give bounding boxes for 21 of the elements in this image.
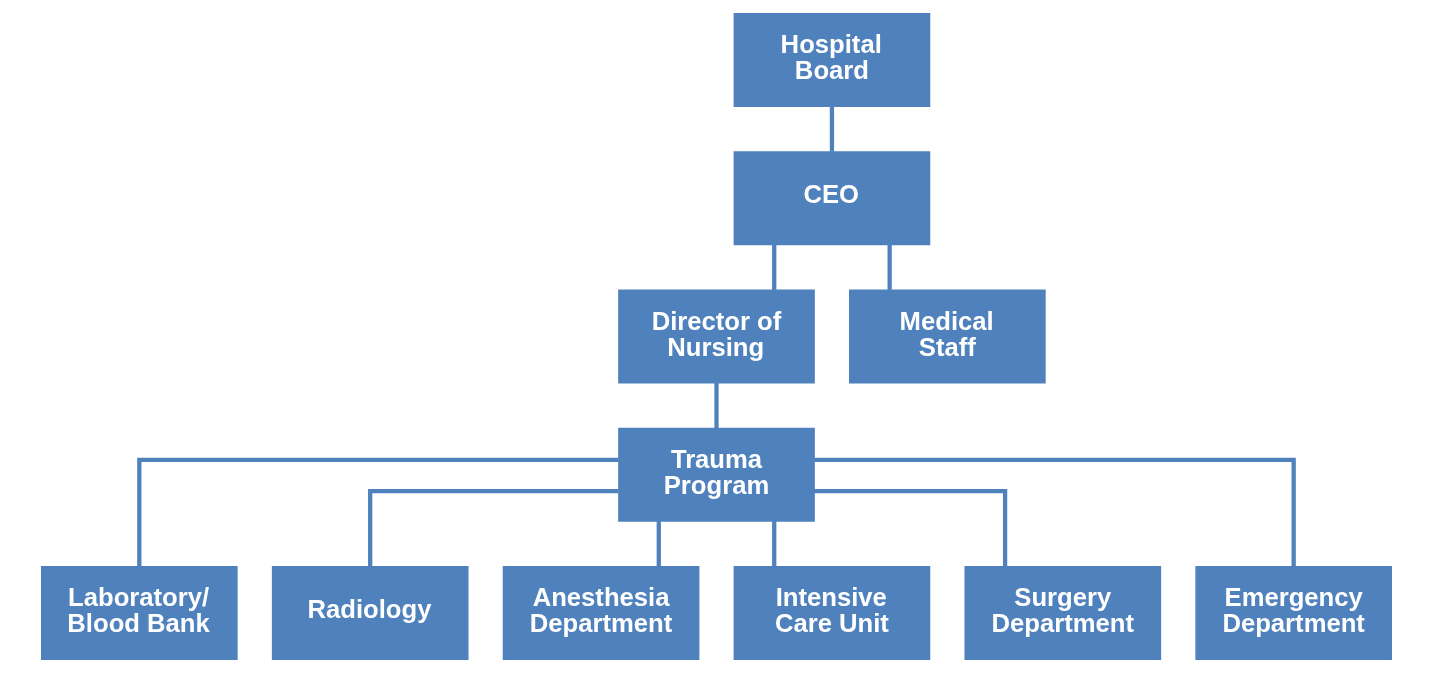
node-box: CEO: [733, 151, 930, 246]
node-box: Trauma Program: [617, 427, 815, 522]
node-box: Medical Staff: [848, 289, 1046, 384]
node-box: Emergency Department: [1194, 565, 1392, 660]
connector: [771, 244, 776, 290]
connector: [713, 382, 719, 429]
node-box: Hospital Board: [733, 13, 930, 108]
connector: [813, 457, 1296, 567]
node-box: Anesthesia Department: [502, 565, 699, 660]
connector: [136, 457, 619, 567]
connector: [656, 521, 661, 567]
node-box: Surgery Department: [963, 565, 1161, 660]
node-box: Radiology: [271, 565, 469, 660]
node-box: Intensive Care Unit: [733, 565, 930, 660]
connector: [771, 521, 776, 567]
connector: [367, 489, 619, 567]
node-box: Laboratory/ Blood Bank: [40, 565, 238, 660]
connector: [887, 244, 892, 290]
connector: [829, 106, 834, 152]
node-box: Director of Nursing: [617, 289, 815, 384]
connector: [813, 489, 1007, 567]
